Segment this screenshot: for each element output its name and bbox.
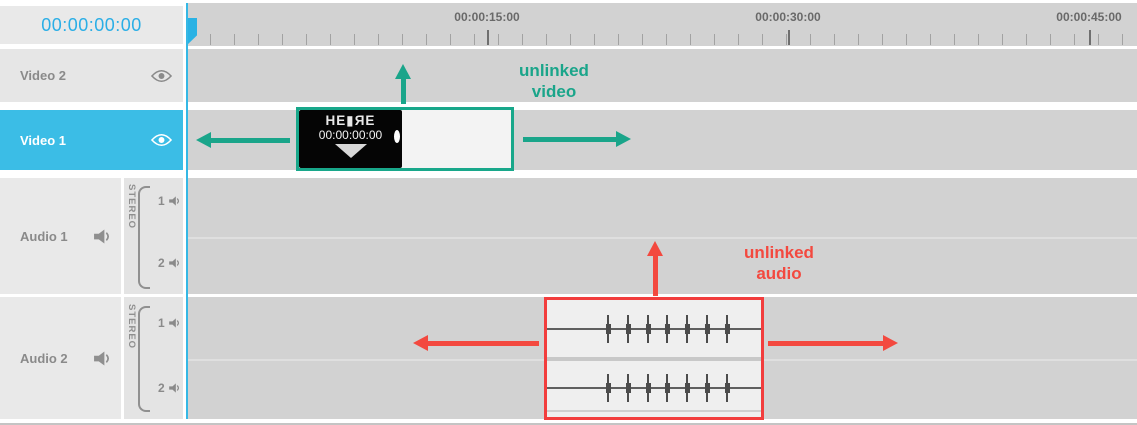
track-lane-video2[interactable] [186, 49, 1137, 102]
ruler-label-15s: 00:00:15:00 [454, 10, 520, 24]
ruler-label-30s: 00:00:30:00 [755, 10, 821, 24]
waveform-spike [704, 374, 710, 402]
timeline-ruler[interactable]: 00:00:15:00 00:00:30:00 00:00:45:00 [186, 3, 1137, 46]
visibility-eye-icon[interactable] [151, 69, 172, 83]
waveform-spike [704, 315, 710, 343]
waveform-channel-2 [547, 361, 761, 413]
ruler-major-tick [788, 30, 790, 45]
unlinked-audio-arrow-right-icon [768, 335, 898, 351]
waveform-spike [684, 315, 690, 343]
visibility-eye-icon[interactable] [151, 133, 172, 147]
waveform-spike [605, 315, 611, 343]
clip-timecode: 00:00:00:00 [318, 128, 383, 142]
waveform-spike [664, 315, 670, 343]
unlinked-video-annotation: unlinked video [499, 60, 609, 102]
annotation-line: audio [756, 264, 802, 283]
stereo-group-label: STEREO [126, 184, 137, 230]
waveform-spike [724, 315, 730, 343]
waveform-spike [645, 374, 651, 402]
video-clip[interactable]: HE▮ЯE 00:00:00:00 [296, 107, 514, 171]
channel-divider [547, 357, 761, 361]
mini-speaker-icon [168, 258, 181, 268]
track-lane-audio1-ch1[interactable] [186, 178, 1137, 239]
channel-2-label[interactable]: 2 [158, 381, 181, 395]
unlinked-video-arrow-up-icon [395, 64, 412, 104]
waveform-spike [605, 374, 611, 402]
waveform-spike [645, 315, 651, 343]
timecode-value: 00:00:00:00 [41, 14, 142, 35]
unlinked-audio-annotation: unlinked audio [724, 242, 834, 284]
playhead-line[interactable] [186, 3, 188, 419]
waveform-channel-1 [547, 300, 761, 357]
annotation-line: unlinked [519, 61, 589, 80]
mini-speaker-icon [168, 196, 181, 206]
track-label: Video 2 [20, 68, 67, 83]
waveform-spike [684, 374, 690, 402]
annotation-line: video [531, 82, 577, 101]
track-label: Audio 2 [20, 350, 68, 366]
clip-bottom-line [547, 410, 761, 412]
track-label: Audio 1 [20, 228, 68, 244]
stereo-channel-panel [124, 178, 183, 294]
clip-title: HE▮ЯE [325, 113, 376, 128]
channel-1-label[interactable]: 1 [158, 316, 181, 330]
waveform-spike [724, 374, 730, 402]
waveform-spike [625, 315, 631, 343]
speaker-icon[interactable] [93, 351, 112, 366]
unlinked-audio-arrow-left-icon [413, 335, 539, 351]
ruler-minor-ticks [187, 34, 1137, 45]
waveform-spike [664, 374, 670, 402]
stereo-group-label: STEREO [126, 304, 137, 350]
waveform-centerline [547, 328, 761, 330]
down-arrow-icon [334, 144, 367, 158]
mini-speaker-icon [168, 318, 181, 328]
stereo-channel-panel [124, 297, 183, 419]
annotation-line: unlinked [744, 243, 814, 262]
bottom-border [0, 423, 1137, 425]
timecode-display: 00:00:00:00 [0, 6, 183, 44]
mini-speaker-icon [168, 383, 181, 393]
waveform-spike [625, 374, 631, 402]
unlinked-video-arrow-left-icon [196, 132, 290, 148]
channel-group-bracket [138, 186, 150, 289]
unlinked-audio-arrow-up-icon [647, 241, 664, 296]
channel-1-label[interactable]: 1 [158, 194, 181, 208]
oval-marker [394, 130, 400, 143]
channel-group-bracket [138, 306, 150, 412]
speaker-icon[interactable] [93, 229, 112, 244]
unlinked-video-arrow-right-icon [523, 131, 631, 147]
track-header-video1[interactable]: Video 1 [0, 110, 183, 170]
ruler-label-45s: 00:00:45:00 [1056, 10, 1122, 24]
audio-clip[interactable] [544, 297, 764, 420]
track-header-video2[interactable]: Video 2 [0, 49, 183, 102]
track-label: Video 1 [20, 132, 67, 148]
ruler-major-tick [1089, 30, 1091, 45]
ruler-major-tick [487, 30, 489, 45]
video-clip-thumbnail: HE▮ЯE 00:00:00:00 [299, 110, 402, 168]
playhead-marker[interactable] [186, 18, 197, 46]
channel-2-label[interactable]: 2 [158, 256, 181, 270]
waveform-centerline [547, 387, 761, 389]
